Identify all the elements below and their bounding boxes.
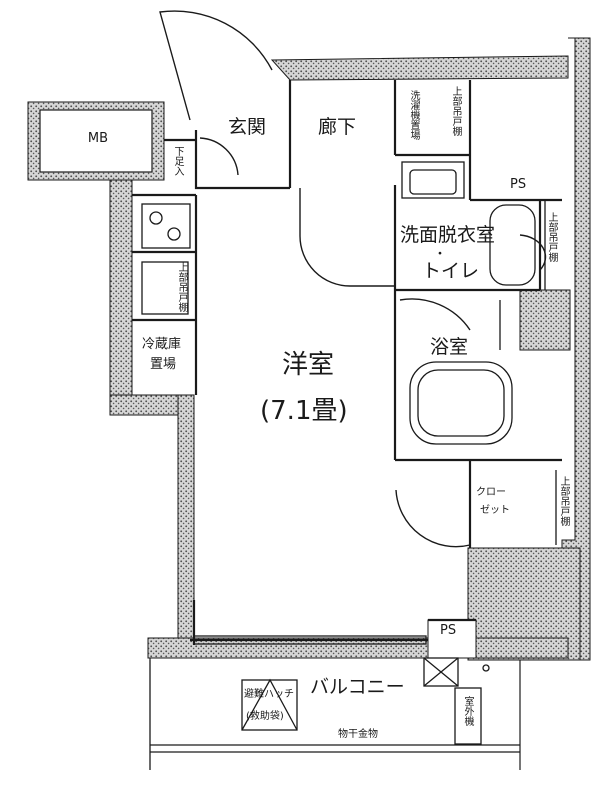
fixtures [141,161,557,770]
ps-bottom-label: PS [440,623,457,638]
bathtub [409,361,513,445]
washer-label: 洗濯機置場 [408,90,419,140]
wall-bath-right [519,289,571,351]
escape-hatch-label-1: 避難ハッチ [244,689,294,700]
interior-walls [132,80,562,645]
washroom-sep-label: ・ [433,247,447,262]
hall-door [299,188,395,287]
doors [159,10,547,548]
washroom-door [399,298,471,331]
escape-hatch-label-2: (救助袋) [246,711,284,722]
upper-storage-label-1: 上部吊戸棚 [450,86,461,136]
ps-top-label: PS [510,177,527,192]
closet-door [395,489,471,548]
upper-storage-label-2: 上部吊戸棚 [546,212,557,262]
wall-left-low [177,394,195,646]
escape-hatch [241,679,298,731]
washroom-label: 洗面脱衣室 [400,224,496,246]
window [193,635,427,645]
upper-storage-label-3: 上部吊戸棚 [176,262,187,312]
bath-label: 浴室 [430,336,469,358]
toilet-door [519,234,547,271]
toilet-label: トイレ [422,260,480,282]
balcony-outline [149,658,521,770]
wall-left-top [109,179,133,411]
outdoor-unit-label: 室外機 [462,696,473,726]
wall-left-step [109,394,189,416]
shoe-door [199,137,239,176]
drain [423,657,459,687]
genkan-label: 玄関 [228,116,267,138]
upper-storage-label-4: 上部吊戸棚 [558,476,569,526]
stove [141,203,191,249]
youshitsu-label: 洋室 [282,350,335,380]
closet-label-1: クロー [476,487,506,498]
closet-label-2: ゼット [480,505,510,516]
sink [141,261,189,315]
entrance-door [159,10,273,121]
balcony-label: バルコニー [310,676,405,698]
mb-label: MB [87,131,109,146]
outdoor-unit-box [454,687,482,745]
room-size-label: (7.1畳) [260,396,348,426]
wall-top [270,55,569,81]
rouka-label: 廊下 [318,116,357,138]
wall-ps-bottom [427,619,477,659]
toilet [489,204,536,286]
handrail-label: 物干金物 [338,729,378,740]
shoe-label: 下足入 [172,146,183,176]
mb-room [39,109,153,173]
fridge-label-2: 置場 [150,357,177,372]
fridge-label-1: 冷蔵庫 [142,337,182,352]
wash-basin [401,161,465,199]
